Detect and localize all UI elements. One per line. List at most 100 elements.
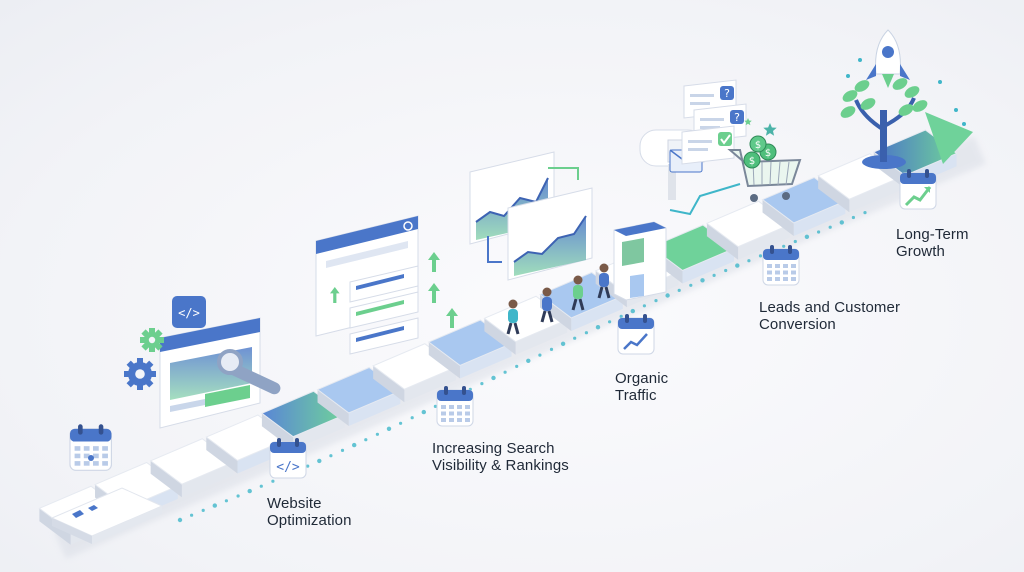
- path-tile-front: [206, 437, 238, 474]
- calendar-icon: [436, 386, 474, 427]
- person-icon: [571, 275, 585, 311]
- svg-text:?: ?: [724, 87, 730, 100]
- trail-dot: [259, 484, 263, 488]
- path-tile-front: [150, 460, 182, 498]
- svg-text:</>: </>: [276, 460, 300, 475]
- trail-dot: [236, 494, 240, 498]
- svg-text:$: $: [765, 148, 771, 159]
- path-tile-front: [317, 389, 349, 426]
- path-tile-side: [293, 414, 345, 450]
- star-icon: [763, 123, 777, 136]
- path-tile-side: [682, 248, 735, 284]
- start-slab: [50, 487, 164, 544]
- path-tile-side: [571, 295, 623, 331]
- dollar-coin-icon: $: [749, 135, 767, 153]
- trail-dot: [608, 320, 612, 324]
- gear-icon: [124, 358, 156, 390]
- trail-dot: [782, 244, 786, 248]
- trail-dot: [190, 513, 194, 517]
- network-node-icon: [88, 455, 94, 461]
- trail-dot: [201, 508, 205, 512]
- trail-dot: [851, 215, 856, 220]
- svg-text:</>: </>: [178, 306, 200, 320]
- path-tile-front: [762, 199, 794, 236]
- calendar-icon: [69, 424, 112, 471]
- sparkle-dot: [846, 74, 850, 78]
- dollar-coin-icon: $: [743, 151, 761, 169]
- trail-dot: [839, 220, 844, 225]
- path-tile-front: [818, 175, 850, 213]
- trail-dot: [642, 304, 647, 308]
- trail-dot: [584, 331, 589, 335]
- svg-text:$: $: [749, 156, 755, 167]
- path-tile-side: [459, 343, 512, 379]
- trail-dot: [503, 370, 507, 374]
- flow-arrow: [548, 167, 579, 180]
- rocket-icon: [866, 29, 910, 88]
- wrench-icon: [217, 349, 281, 395]
- trail-dot: [804, 234, 810, 239]
- trail-dot: [689, 283, 693, 287]
- trail-dot: [747, 259, 751, 263]
- path-tile-front: [706, 223, 739, 260]
- path-tile-side: [348, 390, 401, 426]
- trail-dot: [515, 364, 519, 368]
- trail-dot: [735, 263, 740, 268]
- trail-dot: [399, 421, 403, 425]
- search-icon: [403, 221, 413, 231]
- sparkle-dot: [962, 122, 966, 126]
- code-icon: </>: [269, 438, 307, 479]
- trail-dot: [724, 268, 728, 273]
- arrow-up-icon: [446, 308, 458, 328]
- trail-dot: [329, 454, 333, 458]
- trail-dot: [212, 503, 217, 508]
- trail-dot: [352, 442, 357, 448]
- trail-dot: [480, 382, 484, 386]
- trail-dot: [677, 288, 681, 292]
- plant-icon: [840, 78, 928, 169]
- trail-dot: [340, 448, 345, 452]
- trail-dot: [224, 499, 228, 503]
- arrow-up-icon: [428, 283, 440, 303]
- trail-dot: [364, 438, 368, 442]
- trail-dot: [386, 426, 392, 431]
- trail-dot: [247, 488, 252, 494]
- sparkle-dot: [938, 80, 942, 84]
- trail-dot: [433, 404, 437, 408]
- arrow-up-icon: [428, 252, 440, 272]
- trail-dot: [375, 432, 379, 436]
- trend-chart-icon: [617, 314, 655, 355]
- path-tile-side: [404, 367, 456, 403]
- trail-dot: [619, 314, 623, 318]
- line-chart-icon: [507, 187, 593, 281]
- trail-dot: [758, 254, 763, 258]
- arrow-up-icon: [330, 287, 340, 303]
- trail-dot: [595, 325, 601, 330]
- checkmark-icon: [681, 125, 735, 165]
- code-icon: </>: [172, 296, 206, 328]
- trail-dot: [630, 308, 635, 314]
- trail-dot: [817, 230, 821, 234]
- trail-dot: [549, 347, 554, 351]
- trail-dot: [793, 239, 797, 244]
- svg-text:$: $: [755, 140, 761, 151]
- trail-dot: [526, 358, 531, 363]
- trail-dot: [654, 299, 658, 303]
- person-icon: [597, 263, 611, 299]
- trail-dot: [712, 273, 716, 277]
- flow-arrow: [487, 236, 502, 263]
- trail-dot: [177, 517, 183, 523]
- trail-dot: [700, 278, 705, 283]
- trail-dot: [573, 336, 577, 340]
- trail-dot: [306, 464, 310, 468]
- path-tile-front: [261, 413, 294, 450]
- person-icon: [506, 299, 520, 335]
- trail-dot: [538, 353, 542, 357]
- path-tile-front: [373, 365, 405, 403]
- trail-dot: [665, 293, 670, 298]
